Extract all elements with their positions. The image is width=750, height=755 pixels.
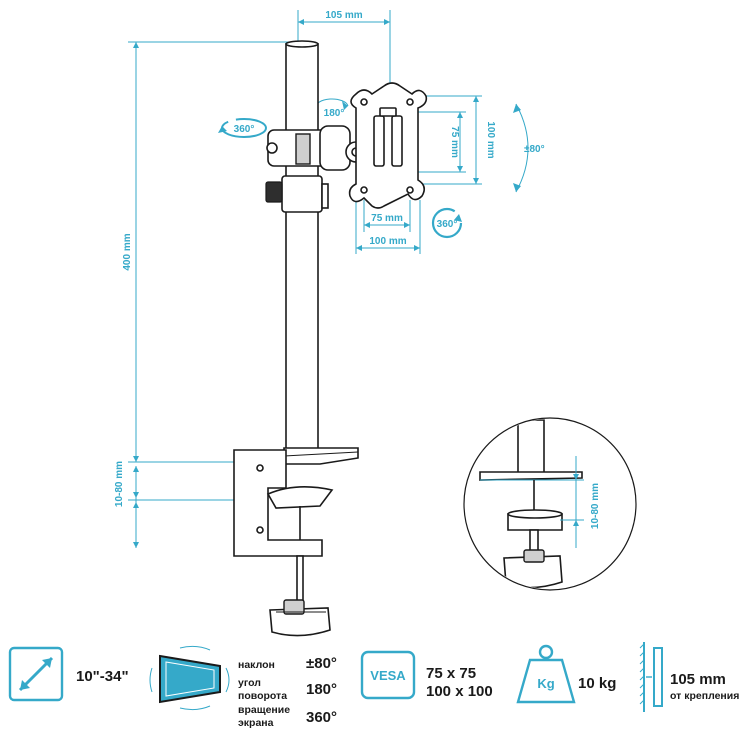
spec-tilt-value: ±80°	[306, 655, 337, 672]
dim-vesa-width-75: 75 mm	[371, 213, 403, 224]
vesa-plate	[348, 82, 428, 209]
svg-text:360°: 360°	[437, 219, 458, 230]
clamp-pad	[266, 486, 334, 509]
clamp-body	[233, 449, 323, 557]
vesa-badge-text: VESA	[370, 668, 406, 683]
svg-text:360°: 360°	[234, 124, 255, 135]
spec-swivel-value: 180°	[306, 681, 337, 698]
clamp-knob	[269, 607, 331, 637]
lock-knob	[265, 181, 283, 203]
diagonal-arrow-icon	[8, 646, 64, 702]
tilted-screen-icon	[149, 645, 230, 711]
svg-text:±80°: ±80°	[524, 144, 545, 155]
dim-vesa-height-75: 75 mm	[449, 126, 460, 158]
spec-swivel-label-1: угол	[238, 677, 261, 689]
weight-icon	[516, 644, 576, 704]
spec-vesa-1: 75 x 75	[426, 665, 476, 682]
clamp-detail-inset: 10-80 mm	[463, 417, 637, 591]
mount-drawing	[233, 40, 428, 637]
spec-rotation-value: 360°	[306, 709, 337, 726]
dim-clamp-range: 10-80 mm	[114, 461, 125, 507]
spec-weight: 10 kg	[578, 675, 616, 692]
dim-pole-height: 400 mm	[122, 233, 133, 270]
spec-swivel-label-2: поворота	[238, 690, 287, 702]
rotation-180-icon: 180°	[315, 98, 349, 119]
spec-distance-label: от крепления	[670, 690, 739, 702]
weight-badge-text: Kg	[537, 676, 554, 691]
spec-screen-size: 10"-34"	[76, 668, 129, 685]
svg-text:180°: 180°	[324, 108, 345, 119]
rotation-360-plate-icon: 360°	[431, 207, 463, 239]
dim-top-width: 105 mm	[325, 10, 362, 21]
dimension-lines	[128, 10, 482, 548]
dim-vesa-height-100: 100 mm	[485, 121, 496, 158]
wall-distance-icon	[639, 642, 663, 712]
height-collar	[281, 175, 323, 213]
spec-strip: 10"-34" наклон ±80° угол поворота 180° в…	[8, 642, 739, 729]
pole	[285, 43, 319, 457]
spec-vesa-2: 100 x 100	[426, 683, 493, 700]
spec-distance-value: 105 mm	[670, 671, 726, 688]
spec-rotation-label-2: экрана	[238, 717, 274, 729]
spec-rotation-label-1: вращение	[238, 704, 290, 716]
tilt-arrow-icon: ±80°	[513, 103, 545, 193]
rotation-360-arm-icon: 360°	[218, 118, 267, 138]
spec-tilt-label: наклон	[238, 659, 275, 671]
dim-vesa-width-100: 100 mm	[369, 236, 406, 247]
inset-clamp-range: 10-80 mm	[590, 483, 601, 529]
vesa-badge-icon	[360, 650, 416, 700]
